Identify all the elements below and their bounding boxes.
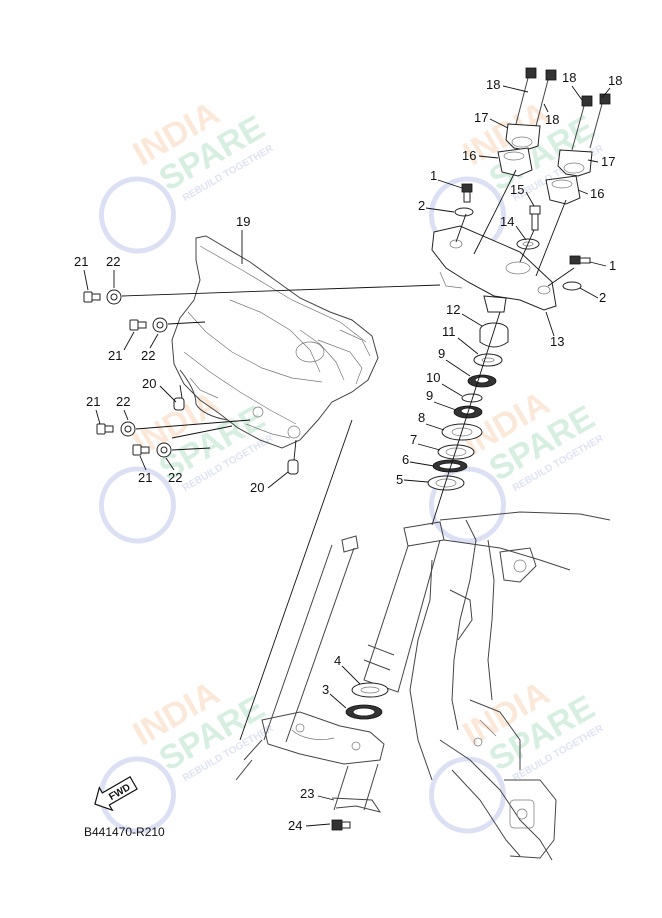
callout-15: 15: [510, 182, 524, 197]
grommet-20-lower: [287, 459, 299, 475]
washer-22-second: [152, 317, 168, 333]
washer-22-third: [120, 421, 136, 437]
callout-13: 13: [550, 334, 564, 349]
cover-12: [479, 322, 509, 348]
bolt-18-left-a: [515, 67, 537, 125]
washer-10: [461, 393, 483, 403]
bolt-21-top: [83, 291, 101, 303]
callout-labels: 18 18 18 18 17 17 16 16 1 1 2 2 15 14 1: [74, 70, 622, 833]
callout-12: 12: [446, 302, 460, 317]
callout-17: 17: [601, 154, 615, 169]
bolt-21-second: [129, 319, 147, 331]
callout-21: 21: [86, 394, 100, 409]
grommet-20-upper: [173, 397, 185, 411]
headlight-bracket-assembly: [171, 235, 379, 449]
washer-22-fourth: [156, 442, 172, 458]
callout-6: 6: [402, 452, 409, 467]
callout-22: 22: [106, 254, 120, 269]
bolt-18-left-b: [535, 69, 557, 127]
callout-19: 19: [236, 214, 250, 229]
callout-8: 8: [418, 410, 425, 425]
callout-4: 4: [334, 653, 341, 668]
callout-10: 10: [426, 370, 440, 385]
callout-21: 21: [138, 470, 152, 485]
bolt-15: [529, 205, 541, 231]
watermark-top-left: INDIA SPARE REBUILD TOGETHER: [98, 94, 276, 254]
callout-9: 9: [438, 346, 445, 361]
callout-14: 14: [500, 214, 514, 229]
callout-20: 20: [250, 480, 264, 495]
washer-2-left: [454, 207, 474, 217]
callout-21: 21: [74, 254, 88, 269]
callout-20: 20: [142, 376, 156, 391]
callout-23: 23: [300, 786, 314, 801]
washer-2-right: [562, 281, 582, 291]
watermark-bottom-right: INDIA SPARE REBUILD TOGETHER: [428, 674, 606, 834]
leader-lines-top-right: [455, 169, 575, 287]
lower-holder-16-left: [497, 147, 533, 177]
callout-7: 7: [410, 432, 417, 447]
seal-4: [351, 682, 389, 698]
callout-22: 22: [168, 470, 182, 485]
callout-21: 21: [108, 348, 122, 363]
callout-18: 18: [608, 73, 622, 88]
callout-9: 9: [426, 388, 433, 403]
callout-22: 22: [116, 394, 130, 409]
stack-axis-line: [431, 311, 501, 526]
washer-22-top: [106, 289, 122, 305]
bolt-24: [331, 819, 351, 831]
callout-18: 18: [562, 70, 576, 85]
bolt-18-right-a: [571, 95, 593, 151]
handle-crown-13: [431, 225, 557, 313]
callout-2: 2: [599, 290, 606, 305]
callout-16: 16: [462, 148, 476, 163]
callout-16: 16: [590, 186, 604, 201]
watermark-middle-left: INDIA SPARE REBUILD TOGETHER: [98, 384, 276, 544]
callout-24: 24: [288, 818, 302, 833]
callout-1: 1: [609, 258, 616, 273]
watermark-bottom-left: INDIA SPARE REBUILD TOGETHER: [98, 674, 276, 834]
hose-clip-23: [331, 797, 382, 813]
callout-18: 18: [545, 112, 559, 127]
bolt-21-third: [96, 423, 114, 435]
ring-nut-11: [473, 353, 503, 367]
callout-17: 17: [474, 110, 488, 125]
leader-lines-left: [121, 284, 441, 741]
bolt-1-right: [569, 255, 591, 265]
lower-holder-16-right: [545, 175, 581, 205]
bolt-21-fourth: [132, 444, 150, 456]
bearing-3: [345, 704, 383, 720]
callout-2: 2: [418, 198, 425, 213]
callout-22: 22: [141, 348, 155, 363]
diagram-code: B441470-R210: [84, 825, 165, 839]
bearing-race-7: [437, 444, 475, 460]
ball-race-6: [432, 459, 468, 473]
watermark-middle-right: INDIA SPARE REBUILD TOGETHER: [428, 384, 606, 544]
callout-1: 1: [430, 168, 437, 183]
ball-race-5: [427, 475, 465, 491]
upper-holder-17-right: [557, 149, 593, 177]
callout-3: 3: [322, 682, 329, 697]
callout-11: 11: [442, 324, 456, 339]
callout-5: 5: [396, 472, 403, 487]
fwd-arrow-icon: FWD: [94, 776, 138, 812]
bolt-1-left: [461, 183, 473, 203]
frame-outline: [409, 511, 611, 861]
upper-holder-17-left: [505, 123, 541, 151]
ring-nut-9-upper: [467, 374, 497, 388]
fwd-label: FWD: [107, 782, 132, 803]
callout-18: 18: [486, 77, 500, 92]
